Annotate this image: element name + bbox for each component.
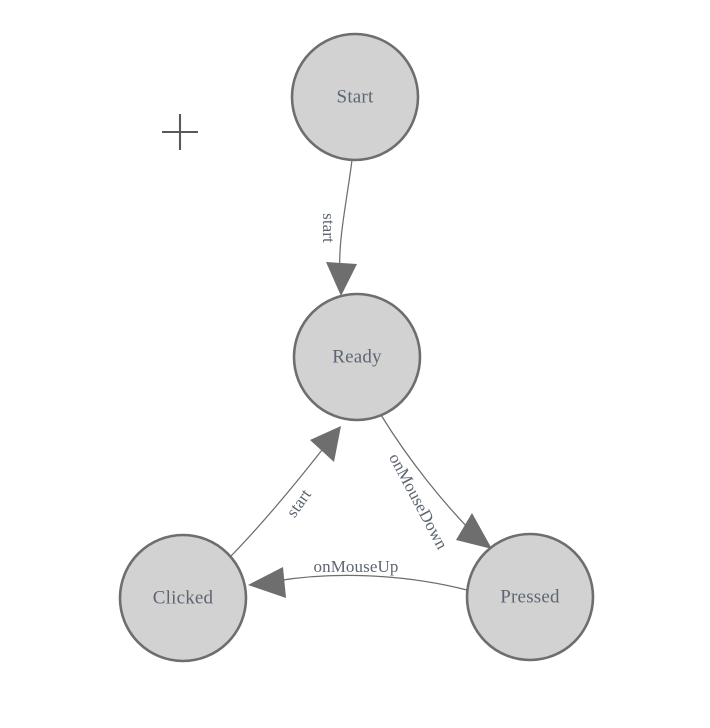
node-pressed-circle[interactable]	[465, 532, 595, 662]
node-ready-label: Ready	[332, 346, 382, 367]
node-clicked-label: Clicked	[153, 587, 214, 608]
edge-label-clicked-to-ready: start	[282, 485, 315, 520]
node-pressed-label: Pressed	[500, 586, 560, 607]
node-ready-circle[interactable]	[292, 292, 422, 422]
node-pressed[interactable]: Pressed	[465, 532, 595, 662]
edge-pressed-to-clicked[interactable]: onMouseUp	[248, 557, 468, 598]
edge-line-pressed-to-clicked[interactable]	[275, 574, 468, 591]
edge-label-start-to-ready: start	[319, 213, 338, 243]
arrowhead-pressed-to-clicked	[248, 567, 286, 598]
edge-line-ready-to-pressed[interactable]	[380, 414, 471, 531]
node-ready[interactable]: Ready	[292, 292, 422, 422]
node-start-label: Start	[337, 86, 374, 107]
edge-start-to-ready[interactable]: start	[319, 159, 357, 296]
edge-label-ready-to-pressed: onMouseDown	[385, 450, 452, 553]
arrowhead-clicked-to-ready	[310, 426, 341, 462]
arrowhead-start-to-ready	[326, 262, 357, 296]
edge-line-start-to-ready[interactable]	[339, 159, 353, 273]
node-start-circle[interactable]	[290, 32, 420, 162]
arrowhead-ready-to-pressed	[456, 513, 492, 549]
crosshair-icon	[162, 114, 198, 150]
edge-line-clicked-to-ready[interactable]	[230, 449, 323, 557]
edge-ready-to-pressed[interactable]: onMouseDown	[380, 414, 492, 553]
edge-clicked-to-ready[interactable]: start	[230, 426, 341, 557]
node-start[interactable]: Start	[290, 32, 420, 162]
edge-label-pressed-to-clicked: onMouseUp	[314, 557, 399, 576]
node-clicked[interactable]: Clicked	[118, 533, 248, 663]
node-clicked-circle[interactable]	[118, 533, 248, 663]
